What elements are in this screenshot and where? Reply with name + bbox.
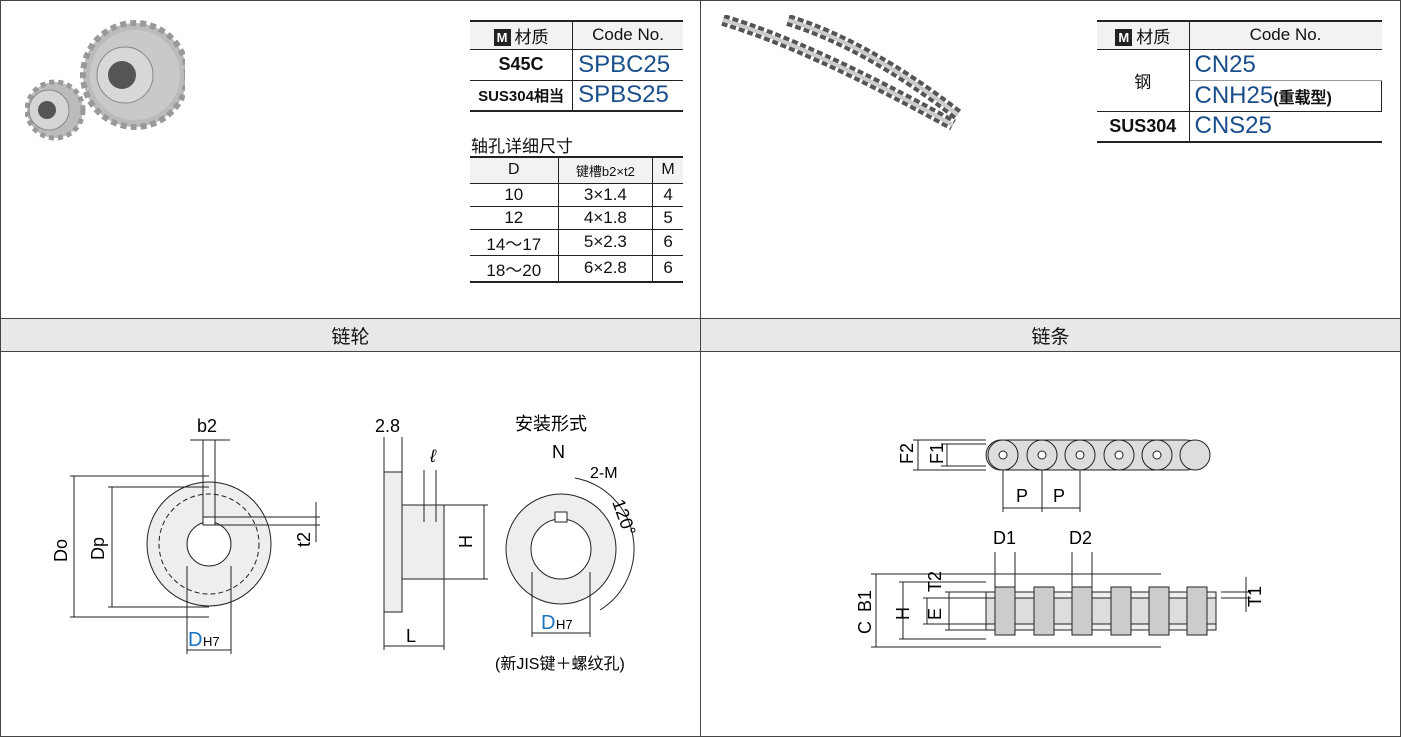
code-link[interactable]: CN25	[1189, 49, 1382, 81]
mount-note: (新JIS键＋螺纹孔)	[495, 655, 625, 673]
sprocket-front-view	[70, 439, 320, 654]
code-suffix: (重载型)	[1273, 89, 1332, 107]
cell: 6	[652, 255, 683, 283]
col-header: 键槽b2×t2	[558, 156, 654, 184]
label-D: D	[541, 612, 555, 634]
code-link[interactable]: SPBS25	[572, 80, 683, 112]
code-cell: CNH25(重载型)	[1189, 80, 1382, 112]
cell: 3×1.4	[558, 183, 654, 207]
sprocket-bore-view	[505, 477, 635, 637]
label-D1: D1	[993, 528, 1016, 548]
material-cell: SUS304相当	[470, 80, 574, 112]
material-header-label: 材质	[514, 27, 549, 47]
label-E: E	[925, 608, 945, 620]
label-H: H	[456, 535, 476, 548]
cell: 6×2.8	[558, 255, 654, 283]
table-row: CNH25(重载型)	[1097, 80, 1382, 112]
label-F1: F1	[927, 443, 947, 464]
cell: 18～20	[470, 255, 559, 283]
label-T2: T2	[925, 571, 945, 592]
chain-top-view	[913, 439, 1211, 512]
label-l: ℓ	[429, 446, 437, 466]
label-B1: B1	[855, 590, 875, 612]
large-sprocket	[80, 20, 185, 130]
label-2.8: 2.8	[375, 416, 400, 436]
bore-title: 轴孔详细尺寸	[471, 137, 573, 156]
sprocket-side-view	[383, 437, 488, 650]
label-D2: D2	[1069, 528, 1092, 548]
label-b2: b2	[197, 416, 217, 436]
code-link[interactable]: CNS25	[1189, 111, 1382, 143]
code-link[interactable]: CNH25	[1194, 81, 1274, 109]
small-sprocket	[25, 79, 86, 141]
mount-type-label: 安装形式	[515, 414, 587, 434]
sprocket-dimension-diagram: b2 Do Dp t2 D H7 2.8 ℓ H L 安装形式 N 2-M 12…	[51, 414, 640, 673]
col-header: D	[470, 156, 559, 184]
code-header: Code No.	[572, 20, 683, 50]
chain-header-label: 链条	[1031, 326, 1070, 348]
sprocket-header: 链轮	[0, 318, 701, 352]
material-cell: SUS304	[1097, 111, 1190, 143]
label-t2: t2	[294, 532, 314, 547]
sprocket-product-image	[25, 20, 185, 141]
chain-header: 链条	[700, 318, 1401, 352]
col-header: M	[652, 156, 683, 184]
chain-dimension-diagram: F2 F1 P P D1 D2 C B1 H E T2 T1	[855, 439, 1265, 648]
cell: 5×2.3	[558, 229, 654, 256]
chain-product-image	[721, 15, 962, 131]
label-D: D	[188, 629, 202, 651]
label-P: P	[1053, 486, 1065, 506]
material-cell: S45C	[470, 49, 574, 81]
cell: 6	[652, 229, 683, 256]
material-cell: 钢	[1097, 49, 1190, 112]
label-P: P	[1016, 486, 1028, 506]
cell: 4	[652, 183, 683, 207]
material-header-label: 材质	[1136, 27, 1171, 47]
label-2-M: 2-M	[590, 465, 618, 482]
label-Do: Do	[51, 539, 71, 562]
cell: 12	[470, 206, 559, 230]
label-F2: F2	[897, 443, 917, 464]
code-header: Code No.	[1189, 20, 1382, 50]
code-link[interactable]: SPBC25	[572, 49, 683, 81]
label-T1: T1	[1245, 586, 1265, 607]
label-H7: H7	[203, 634, 220, 649]
chain-side-view	[871, 552, 1251, 648]
cell: 4×1.8	[558, 206, 654, 230]
label-L: L	[406, 626, 416, 646]
label-C: C	[855, 621, 875, 634]
material-icon: M	[1115, 28, 1133, 46]
label-N: N	[552, 442, 565, 462]
label-H: H	[893, 607, 913, 620]
cell: 5	[652, 206, 683, 230]
cell: 10	[470, 183, 559, 207]
sprocket-header-label: 链轮	[331, 326, 370, 348]
label-H7: H7	[556, 617, 573, 632]
label-Dp: Dp	[88, 537, 108, 560]
material-icon: M	[493, 28, 511, 46]
cell: 14～17	[470, 229, 559, 256]
